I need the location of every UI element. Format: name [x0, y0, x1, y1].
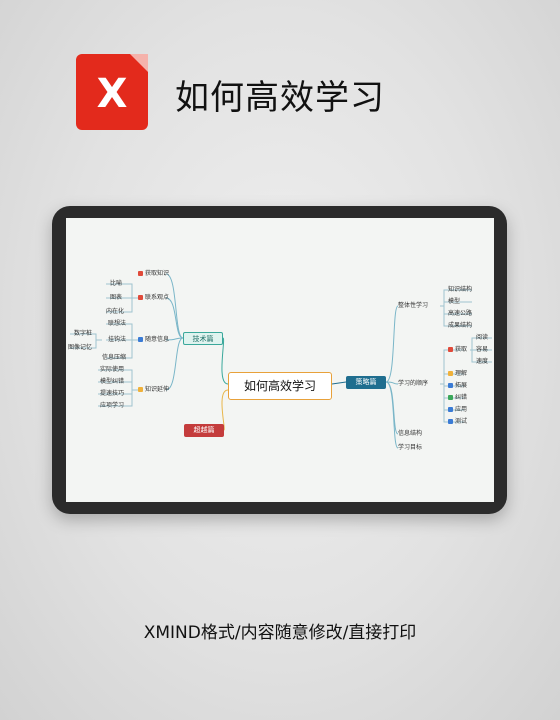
leaf-practical-use[interactable]: 实际使用 — [100, 366, 125, 373]
topic-beyond[interactable]: 超越篇 — [184, 424, 224, 437]
leaf-model-correct[interactable]: 模型纠错 — [100, 378, 125, 385]
leaf-number-peg[interactable]: 数字桩 — [74, 330, 93, 337]
leaf-metaphor[interactable]: 比喻 — [110, 280, 123, 287]
xmind-app-icon: X — [76, 54, 148, 130]
leaf-association[interactable]: 联想法 — [108, 320, 127, 327]
subtopic-get-knowledge[interactable]: 获取知识 — [138, 270, 169, 278]
leaf-image-memory[interactable]: 图像记忆 — [68, 344, 93, 351]
page-title: 如何高效学习 — [175, 78, 385, 118]
priority-4-icon — [448, 395, 453, 400]
leaf-speed-tips[interactable]: 提速技巧 — [100, 390, 125, 397]
subtopic-goal[interactable]: 学习目标 — [398, 444, 423, 451]
leaf-read[interactable]: 阅读 — [476, 334, 489, 341]
subtopic-holistic[interactable]: 整体性学习 — [398, 302, 429, 309]
leaf-apply[interactable]: 应用 — [448, 406, 467, 414]
topic-tech[interactable]: 技术篇 — [183, 332, 223, 345]
leaf-compress[interactable]: 信息压缩 — [102, 354, 127, 361]
priority-4-icon — [138, 387, 143, 392]
leaf-project-learning[interactable]: 应项学习 — [100, 402, 125, 409]
leaf-test[interactable]: 测试 — [448, 418, 467, 426]
priority-3-icon — [448, 383, 453, 388]
subtopic-memory[interactable]: 随意信息 — [138, 336, 169, 344]
priority-5-icon — [448, 407, 453, 412]
x-logo-icon: X — [96, 71, 128, 117]
leaf-correct[interactable]: 纠错 — [448, 394, 467, 402]
leaf-expand[interactable]: 拓展 — [448, 382, 467, 390]
beyond-label: 超越篇 — [193, 426, 215, 434]
leaf-understand[interactable]: 理解 — [448, 370, 467, 378]
tech-label: 技术篇 — [192, 335, 214, 343]
leaf-chart[interactable]: 图表 — [110, 294, 123, 301]
leaf-internalize[interactable]: 内在化 — [106, 308, 125, 315]
priority-1-icon — [448, 347, 453, 352]
central-topic[interactable]: 如何高效学习 — [228, 372, 332, 400]
subtopic-connect[interactable]: 联系观点 — [138, 294, 169, 302]
priority-2-icon — [138, 295, 143, 300]
connector-lines — [70, 273, 492, 449]
priority-2-icon — [448, 371, 453, 376]
strategy-label: 策略篇 — [355, 378, 377, 386]
leaf-result-structure[interactable]: 成果结构 — [448, 322, 473, 329]
subtopic-info-structure[interactable]: 信息结构 — [398, 430, 423, 437]
page-fold-icon — [130, 54, 148, 72]
leaf-model[interactable]: 模型 — [448, 298, 461, 305]
priority-1-icon — [138, 271, 143, 276]
leaf-highway[interactable]: 高速公路 — [448, 310, 473, 317]
topic-strategy[interactable]: 策略篇 — [346, 376, 386, 389]
leaf-knowledge-structure[interactable]: 知识结构 — [448, 286, 473, 293]
leaf-easy[interactable]: 容易 — [476, 346, 489, 353]
leaf-peg[interactable]: 挂钩法 — [108, 336, 127, 343]
priority-6-icon — [448, 419, 453, 424]
priority-3-icon — [138, 337, 143, 342]
leaf-acquire[interactable]: 获取 — [448, 346, 467, 354]
footer-caption: XMIND格式/内容随意修改/直接打印 — [143, 623, 417, 643]
mindmap-canvas: 如何高效学习 技术篇 策略篇 超越篇 获取知识 联系观点 随意信息 知识延伸 比… — [66, 218, 494, 502]
leaf-speed[interactable]: 速度 — [476, 358, 489, 365]
subtopic-extend[interactable]: 知识延伸 — [138, 386, 169, 394]
subtopic-order[interactable]: 学习的顺序 — [398, 380, 429, 387]
